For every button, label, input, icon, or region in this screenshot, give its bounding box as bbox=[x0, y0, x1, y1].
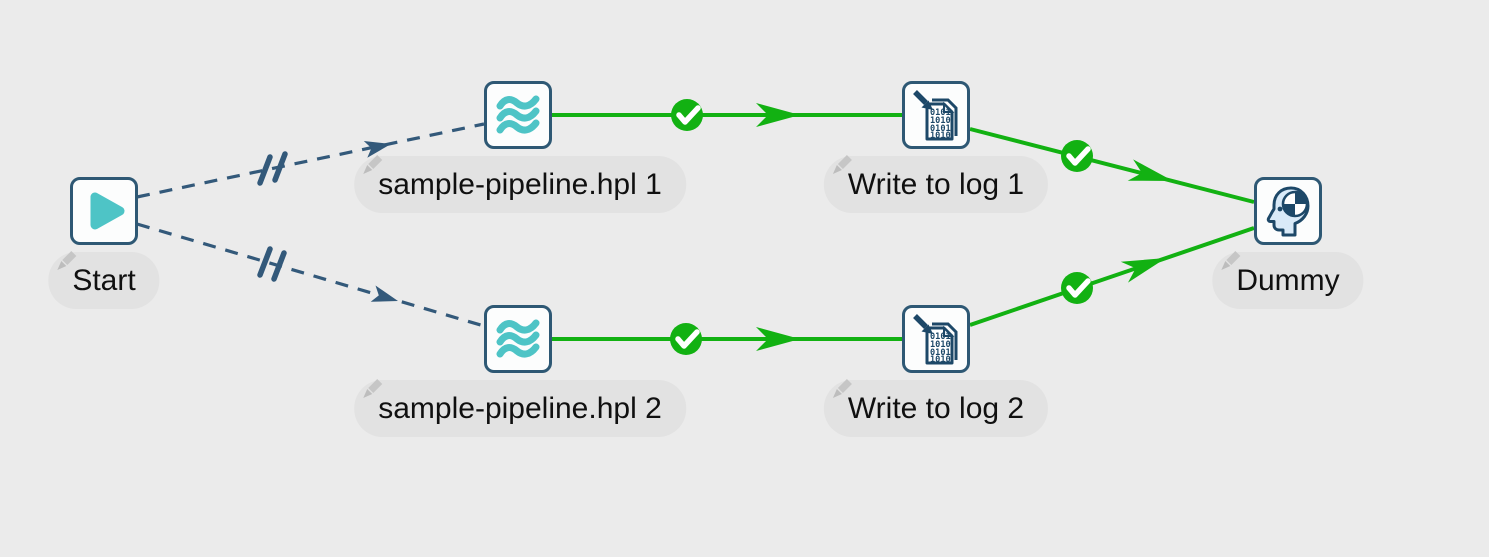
edit-pencil-icon bbox=[832, 155, 852, 174]
parallel-marks-icon bbox=[257, 154, 273, 186]
hop-writelog1-to-dummy[interactable] bbox=[969, 127, 1255, 204]
target-crosshair-icon bbox=[1281, 190, 1309, 218]
svg-text:1010: 1010 bbox=[930, 355, 951, 365]
node-label-write-log-1[interactable]: Write to log 1 bbox=[823, 155, 1049, 213]
edit-pencil-icon bbox=[832, 379, 852, 398]
edit-pencil-icon bbox=[1221, 251, 1241, 270]
workflow-node-pipeline-2[interactable] bbox=[484, 305, 552, 373]
node-label-pipeline-2[interactable]: sample-pipeline.hpl 2 bbox=[354, 379, 686, 437]
arrow-into-doc-icon bbox=[913, 90, 933, 110]
parallel-marks-icon bbox=[271, 250, 287, 282]
hop-pipeline2-to-writelog2[interactable] bbox=[552, 323, 902, 355]
hop-arrowhead-icon bbox=[370, 285, 398, 302]
hop-success-check-icon[interactable] bbox=[1061, 140, 1093, 172]
hop-arrowhead-icon bbox=[1127, 159, 1173, 181]
hop-writelog2-to-dummy[interactable] bbox=[969, 226, 1255, 327]
svg-text:0101: 0101 bbox=[930, 348, 951, 358]
node-label-pipeline-1[interactable]: sample-pipeline.hpl 1 bbox=[354, 155, 686, 213]
workflow-node-start[interactable] bbox=[70, 177, 138, 245]
node-label-text: sample-pipeline.hpl 2 bbox=[378, 392, 662, 425]
node-label-text: Dummy bbox=[1236, 264, 1340, 297]
head-target-icon bbox=[1266, 186, 1310, 237]
hop-arrowhead-icon bbox=[1120, 258, 1166, 283]
node-label-text: Start bbox=[72, 264, 136, 297]
node-label-text: sample-pipeline.hpl 1 bbox=[378, 168, 662, 201]
hop-success-check-icon[interactable] bbox=[670, 323, 702, 355]
hop-arrowhead-icon bbox=[756, 103, 800, 127]
hop-arrowhead-icon bbox=[756, 327, 800, 351]
node-label-start[interactable]: Start bbox=[48, 251, 160, 309]
node-label-dummy[interactable]: Dummy bbox=[1212, 251, 1364, 309]
waves-pipeline-icon bbox=[496, 319, 540, 358]
binary-document-icon: 0101 1010 0101 1010 bbox=[913, 90, 958, 141]
edit-pencil-icon bbox=[363, 379, 383, 398]
svg-text:0101: 0101 bbox=[930, 108, 951, 118]
svg-text:0101: 0101 bbox=[930, 124, 951, 134]
workflow-node-write-log-1[interactable]: 0101 1010 0101 1010 bbox=[902, 81, 970, 149]
node-label-text: Write to log 2 bbox=[847, 392, 1025, 425]
play-icon bbox=[90, 192, 125, 230]
hop-arrowhead-icon bbox=[363, 141, 391, 158]
edit-pencil-icon bbox=[363, 155, 383, 174]
workflow-node-write-log-2[interactable]: 0101 1010 0101 1010 bbox=[902, 305, 970, 373]
hop-pipeline1-to-writelog1[interactable] bbox=[552, 99, 902, 131]
svg-text:0101: 0101 bbox=[930, 332, 951, 342]
edit-pencil-icon bbox=[57, 251, 77, 270]
hop-success-check-icon[interactable] bbox=[671, 99, 703, 131]
workflow-node-dummy[interactable] bbox=[1254, 177, 1322, 245]
parallel-marks-icon bbox=[272, 151, 288, 183]
svg-text:1010: 1010 bbox=[930, 340, 951, 350]
binary-document-icon: 0101 1010 0101 1010 bbox=[913, 314, 958, 365]
node-label-text: Write to log 1 bbox=[847, 168, 1025, 201]
hop-success-check-icon[interactable] bbox=[1061, 272, 1093, 304]
parallel-marks-icon bbox=[257, 246, 273, 278]
hop-start-to-pipeline1[interactable] bbox=[136, 122, 485, 199]
hop-start-to-pipeline2[interactable] bbox=[136, 222, 485, 328]
workflow-node-pipeline-1[interactable] bbox=[484, 81, 552, 149]
eye-dot bbox=[1277, 206, 1283, 212]
waves-pipeline-icon bbox=[496, 95, 540, 134]
node-label-write-log-2[interactable]: Write to log 2 bbox=[823, 379, 1049, 437]
svg-text:1010: 1010 bbox=[930, 116, 951, 126]
arrow-into-doc-icon bbox=[913, 314, 933, 334]
svg-text:1010: 1010 bbox=[930, 131, 951, 141]
